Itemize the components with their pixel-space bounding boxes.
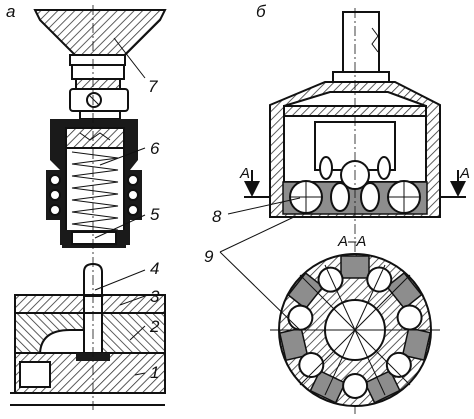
- view-a: [10, 5, 167, 410]
- leaders-view-a: [94, 37, 146, 376]
- table-part-1: [10, 352, 166, 406]
- ball-pockets: [278, 255, 432, 404]
- fixture-part-2: [14, 312, 166, 358]
- spindle-head-part-7: [33, 9, 167, 120]
- section-mark-right: А: [459, 165, 470, 182]
- part-label-4: 4: [150, 259, 159, 278]
- holder-shank: [332, 11, 390, 83]
- part-label-2: 2: [149, 317, 160, 336]
- part-label-1: 1: [150, 363, 159, 382]
- section-mark-left: А: [239, 165, 250, 182]
- part-label-3: 3: [150, 287, 160, 306]
- section-title: А–А: [337, 233, 366, 250]
- balls-section: [287, 266, 423, 399]
- part-label-9: 9: [204, 247, 214, 266]
- part-label-7: 7: [148, 77, 158, 96]
- part-label-5: 5: [150, 205, 160, 224]
- collet-part-5: [62, 230, 126, 248]
- view-b: [244, 8, 466, 415]
- section-cut-marks: [244, 170, 466, 198]
- leaders-view-b: [219, 197, 301, 331]
- spring-holder-part-6: [46, 119, 142, 245]
- view-label-b: б: [256, 2, 267, 21]
- part-label-8: 8: [212, 207, 222, 226]
- view-label-a: а: [6, 2, 15, 21]
- section-a-a: [270, 253, 440, 407]
- part-label-6: 6: [150, 139, 160, 158]
